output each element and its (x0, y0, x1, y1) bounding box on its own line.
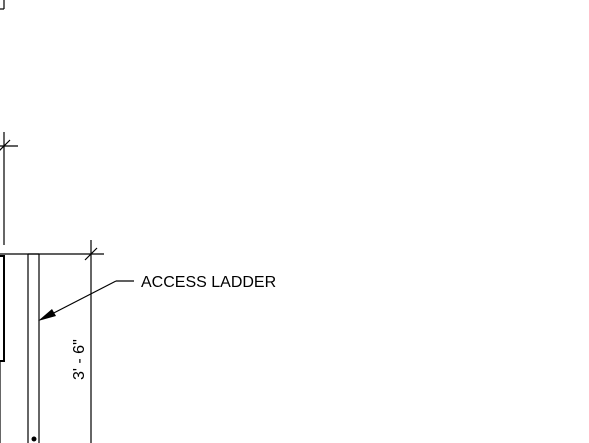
platform-edge (0, 253, 104, 443)
dimension-label: 3' - 6" (71, 339, 88, 380)
ladder (27, 253, 40, 443)
top-left-fragment (0, 0, 5, 10)
callout-leader (38, 280, 134, 321)
upper-dimension (0, 132, 18, 245)
callout-label: ACCESS LADDER (141, 274, 276, 291)
vertical-dimension (84, 240, 98, 443)
arrowhead-icon (38, 309, 56, 321)
